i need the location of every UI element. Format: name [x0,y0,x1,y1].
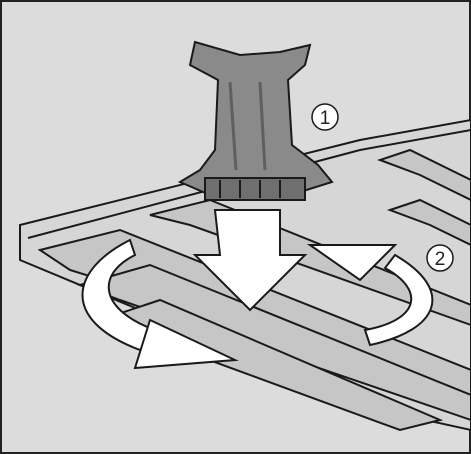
callout-1-label: 1 [320,108,331,129]
callout-2-label: 2 [435,249,446,270]
callout-1: 1 [312,104,338,130]
callout-2: 2 [427,245,453,271]
